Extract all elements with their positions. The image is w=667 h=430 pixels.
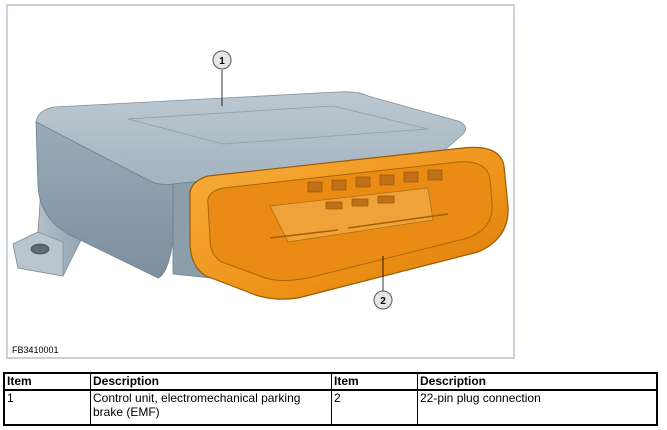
- lid-panel: [127, 105, 429, 145]
- figure-id-code: FB3410001: [12, 345, 59, 355]
- item-number-1: 1: [3, 389, 91, 426]
- housing-front: [35, 121, 174, 279]
- callout-1-badge: 1: [212, 50, 232, 70]
- plug-connector: [189, 146, 509, 300]
- table-row: 1 Control unit, electromechanical parkin…: [3, 389, 658, 426]
- header-item-1: Item: [3, 372, 91, 391]
- item-description-2: 22-pin plug connection: [417, 389, 658, 426]
- item-description-1: Control unit, electromechanical parking …: [90, 389, 332, 426]
- legend-table: Item Description Item Description 1 Cont…: [3, 372, 658, 426]
- item-number-2: 2: [331, 389, 418, 426]
- control-unit-drawing: 1 2: [12, 50, 509, 310]
- header-description-1: Description: [90, 372, 332, 391]
- header-description-2: Description: [417, 372, 658, 391]
- component-illustration: 1 2 FB3410001: [6, 4, 515, 359]
- header-item-2: Item: [331, 372, 418, 391]
- legend-header-row: Item Description Item Description: [3, 372, 658, 391]
- callout-2-badge: 2: [373, 290, 393, 310]
- callout-2-number: 2: [380, 296, 386, 307]
- callout-1-number: 1: [219, 56, 225, 67]
